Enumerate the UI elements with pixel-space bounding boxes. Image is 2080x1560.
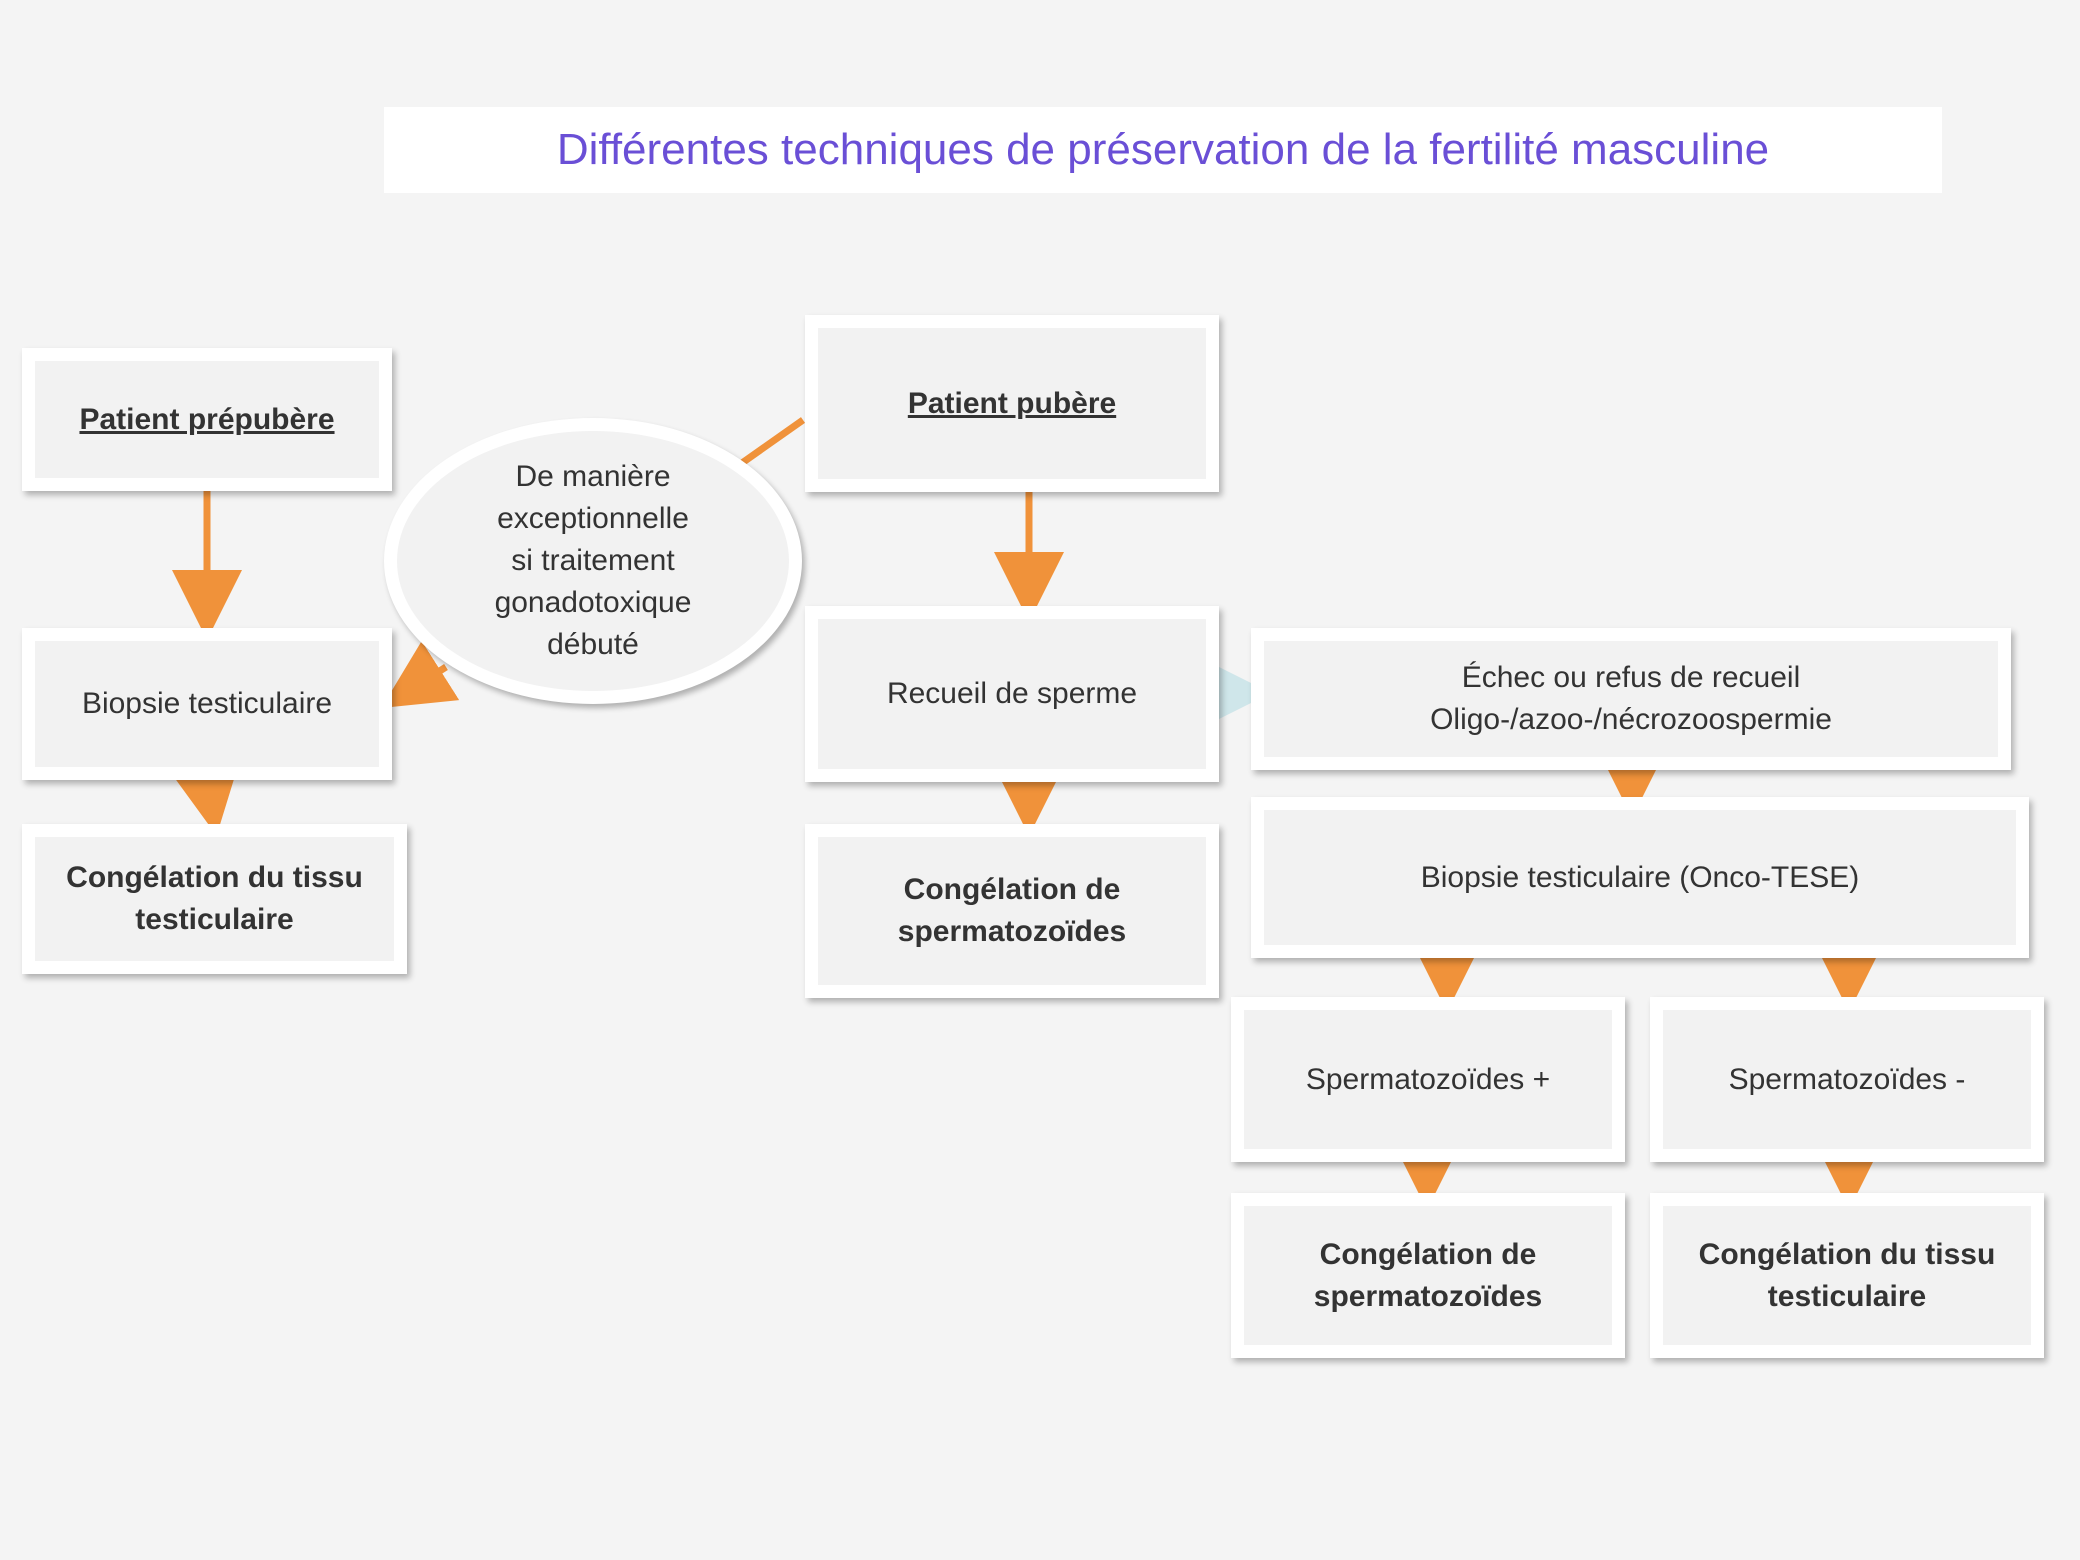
node-congelation-spermatozoides-mid: Congélation de spermatozoïdes — [805, 824, 1219, 998]
node-label: De manière exceptionnelle si traitement … — [494, 460, 692, 661]
node-label: Congélation du tissu testiculaire — [1698, 1237, 1996, 1313]
node-label: Congélation de spermatozoïdes — [897, 873, 1127, 948]
node-label: Congélation du tissu testiculaire — [66, 861, 363, 936]
arrow-exception-to-biopsie — [381, 640, 460, 708]
node-label: Congélation de spermatozoïdes — [1313, 1237, 1543, 1313]
node-recueil-de-sperme: Recueil de sperme — [805, 606, 1219, 782]
node-label: Spermatozoïdes - — [1728, 1062, 1966, 1096]
arrow-biopsie-to-congelation-tissu — [170, 760, 240, 836]
node-label: Échec ou refus de recueil Oligo-/azoo-/n… — [1430, 661, 1832, 736]
title-banner: Différentes techniques de préservation d… — [384, 107, 1942, 193]
node-label: Spermatozoïdes + — [1305, 1062, 1551, 1096]
node-biopsie-onco-tese: Biopsie testiculaire (Onco-TESE) — [1251, 797, 2029, 958]
node-echec-ou-refus: Échec ou refus de recueil Oligo-/azoo-/n… — [1251, 628, 2011, 770]
node-spermatozoides-plus: Spermatozoïdes + — [1231, 997, 1625, 1162]
node-label: Biopsie testiculaire (Onco-TESE) — [1420, 860, 1860, 894]
diagram-title: Différentes techniques de préservation d… — [556, 125, 1770, 174]
node-label: Patient prépubère — [79, 402, 335, 436]
node-biopsie-testiculaire-left: Biopsie testiculaire — [22, 628, 392, 780]
node-patient-pubere: Patient pubère — [805, 315, 1219, 492]
node-label: Patient pubère — [907, 386, 1117, 420]
node-spermatozoides-minus: Spermatozoïdes - — [1650, 997, 2044, 1162]
node-label: Biopsie testiculaire — [81, 687, 333, 720]
node-label: Recueil de sperme — [886, 677, 1138, 710]
node-congelation-tissu-left: Congélation du tissu testiculaire — [22, 824, 407, 974]
connector-pubere-to-exception — [739, 417, 806, 466]
node-congelation-spermatozoides-right: Congélation de spermatozoïdes — [1231, 1193, 1625, 1358]
node-patient-prepubere: Patient prépubère — [22, 348, 392, 491]
node-exceptional-condition: De manière exceptionnelle si traitement … — [384, 418, 802, 704]
node-congelation-tissu-right: Congélation du tissu testiculaire — [1650, 1193, 2044, 1358]
